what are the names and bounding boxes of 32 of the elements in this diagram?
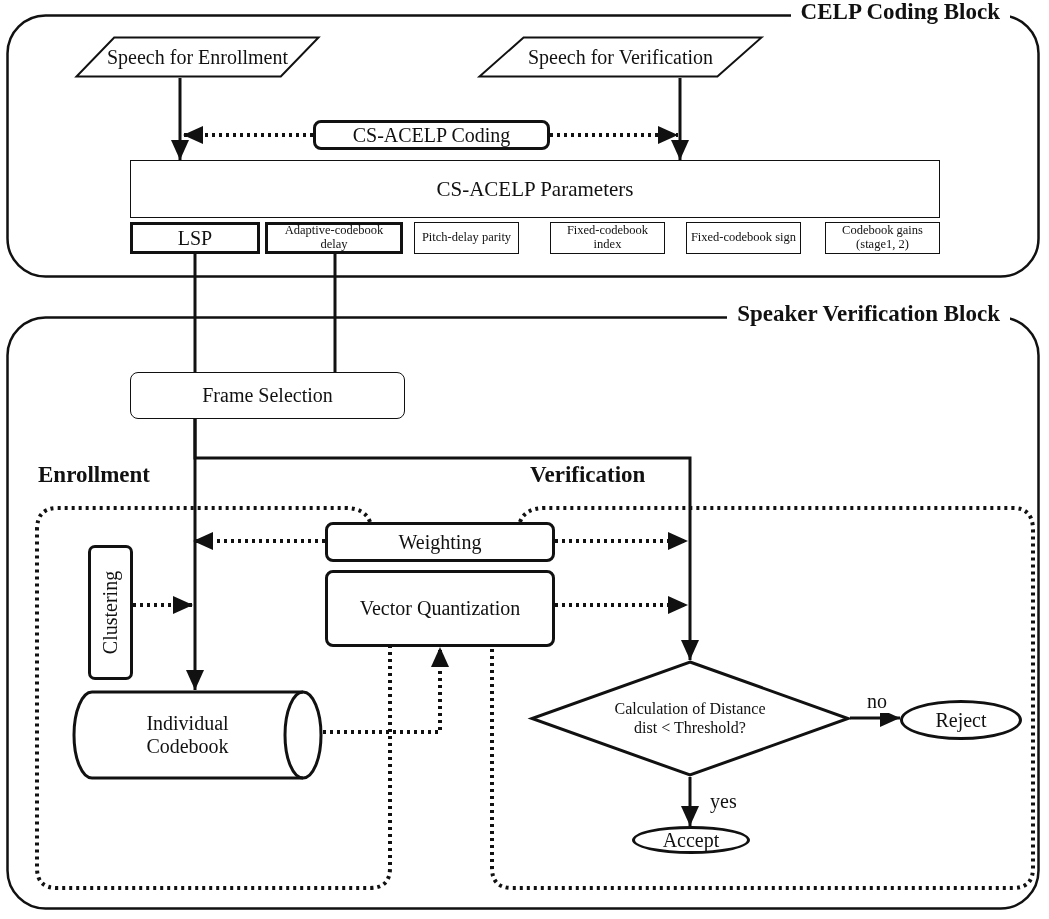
parameter-cell: Adaptive-codebook delay (265, 222, 403, 254)
arrow (671, 78, 689, 160)
process-box: Clustering (88, 545, 133, 680)
process-box: Weighting (325, 522, 555, 562)
process-box: Frame Selection (130, 372, 405, 419)
arrow (193, 419, 699, 660)
dotted-arrow (323, 647, 449, 734)
parameter-cell: Fixed-codebook index (550, 222, 665, 254)
parameter-cell: Fixed-codebook sign (686, 222, 801, 254)
input-parallelogram: Speech for Verification (478, 36, 763, 78)
dotted-arrow (555, 532, 688, 550)
input-parallelogram: Speech for Enrollment (75, 36, 320, 78)
parameter-cell: Codebook gains (stage1, 2) (825, 222, 940, 254)
terminal-ellipse: Accept (632, 826, 750, 854)
block-title: CELP Coding Block (790, 0, 1010, 26)
connector-line (193, 254, 197, 372)
arrow (171, 78, 189, 160)
database-cylinder: Individual Codebook (72, 690, 323, 780)
arrow (681, 777, 699, 826)
dotted-arrow (133, 596, 193, 614)
decision-diamond: Calculation of Distance dist < Threshold? (530, 660, 850, 777)
process-box: Vector Quantization (325, 570, 555, 647)
parameter-cell: LSP (130, 222, 260, 254)
terminal-ellipse: Reject (900, 700, 1022, 740)
connector-line (333, 254, 337, 372)
parameter-bar: CS-ACELP Parameters (130, 160, 940, 218)
dotted-arrow (193, 532, 325, 550)
process-box: CS-ACELP Coding (313, 120, 550, 150)
dotted-arrow (555, 596, 688, 614)
dotted-arrow (550, 126, 678, 144)
parameter-cell: Pitch-delay parity (414, 222, 519, 254)
dotted-arrow (183, 126, 313, 144)
